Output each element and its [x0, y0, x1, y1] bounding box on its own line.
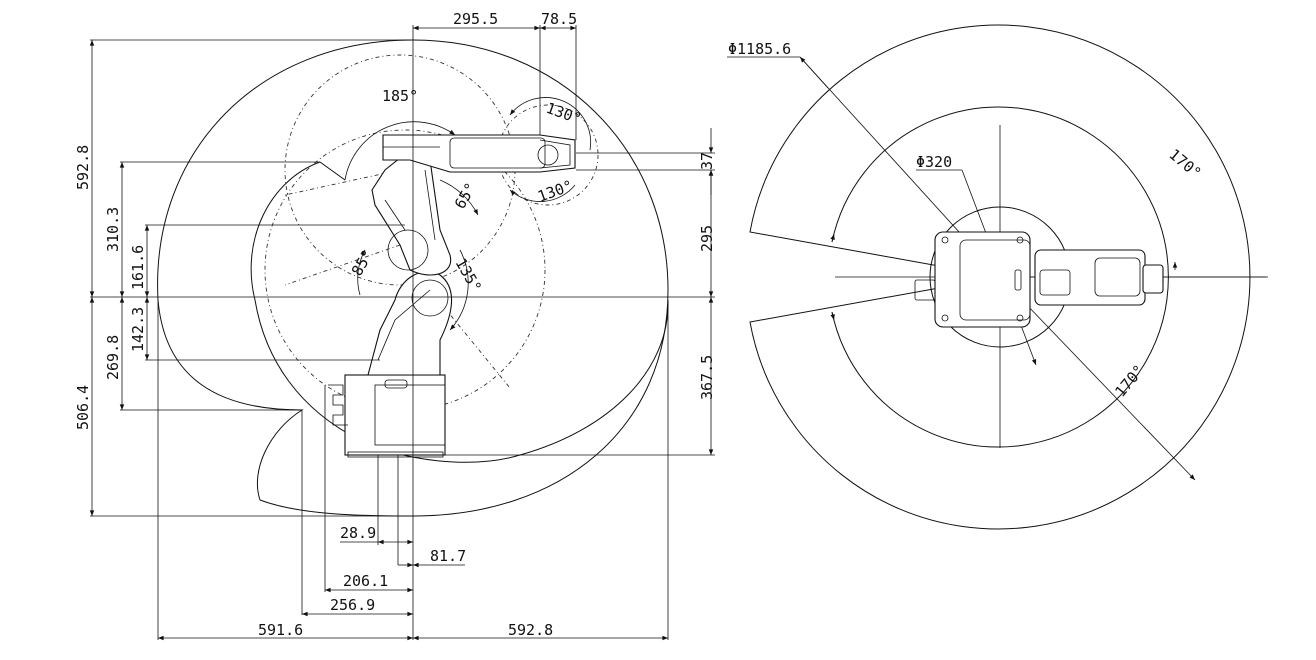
robot-lower-arm	[367, 271, 453, 376]
dim-bottom-5: 591.6	[258, 621, 303, 639]
diameter-base: Φ320	[916, 153, 952, 171]
robot-forearm	[382, 134, 576, 173]
angle-185: 185°	[382, 87, 418, 105]
dim-bottom-4: 256.9	[330, 596, 375, 614]
angle-170-top: 170°	[1165, 145, 1204, 182]
top-base-body	[934, 231, 1031, 328]
dim-bottom-1: 28.9	[340, 524, 376, 542]
angle-130-top: 130°	[544, 99, 584, 128]
dim-top-2: 78.5	[541, 10, 577, 28]
outer-reach-envelope	[157, 39, 669, 517]
dim-bottom-6: 592.8	[508, 621, 553, 639]
dim-bottom-3: 206.1	[343, 572, 388, 590]
dim-top-1: 295.5	[453, 10, 498, 28]
angle-65: 65°	[451, 180, 480, 212]
top-view: Φ1185.6 Φ320 170° 170°	[727, 24, 1268, 530]
angle-130-bottom: 130°	[535, 176, 575, 205]
dim-right-2: 295	[698, 225, 716, 252]
angle-135: 135°	[452, 255, 486, 295]
dim-left-4: 142.3	[129, 307, 147, 352]
outer-reach-sector	[749, 24, 1251, 530]
side-view: 295.5 78.5 592.8 310.3 161.6 142.3 269.8…	[74, 10, 716, 641]
dim-left-6: 506.4	[74, 385, 92, 430]
robot-base	[344, 374, 446, 456]
dim-left-5: 269.8	[104, 335, 122, 380]
dim-right-3: 367.5	[698, 355, 716, 400]
dim-left-2: 310.3	[104, 207, 122, 252]
dim-left-1: 592.8	[74, 145, 92, 190]
diameter-outer: Φ1185.6	[728, 40, 791, 58]
inner-envelope-left	[319, 161, 346, 181]
top-tool-flange	[1142, 264, 1164, 294]
dim-left-3: 161.6	[129, 245, 147, 290]
dim-right-1: 37	[698, 152, 716, 170]
joint3-range-circle	[264, 129, 546, 411]
dim-bottom-2: 81.7	[430, 547, 466, 565]
angle-85: 85°	[348, 247, 377, 279]
